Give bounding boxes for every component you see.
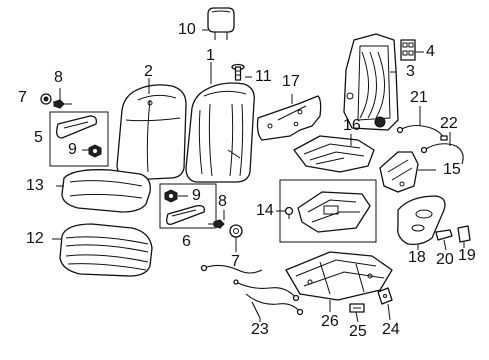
bracket-part-4[interactable]	[400, 39, 416, 61]
nut-part-9a[interactable]	[88, 144, 102, 158]
bolt-part-7a[interactable]	[40, 93, 52, 105]
switch-knob-part-20[interactable]	[435, 229, 453, 241]
nut-part-9b[interactable]	[164, 189, 178, 203]
wire-harness-part-23[interactable]	[200, 264, 304, 319]
seat-track-part-26[interactable]	[285, 251, 393, 301]
bracket-part-24[interactable]	[377, 287, 393, 305]
knob-part-19[interactable]	[457, 225, 471, 243]
callout-box-6	[159, 183, 217, 229]
shield-part-15[interactable]	[379, 151, 419, 193]
side-shield-part-18[interactable]	[397, 195, 446, 246]
bolt-part-7b[interactable]	[229, 224, 243, 238]
screw-part-8b[interactable]	[208, 219, 225, 229]
seat-back-frame-part-3[interactable]	[343, 33, 399, 131]
label-part-25[interactable]	[349, 303, 365, 313]
guide-part-11[interactable]	[231, 63, 245, 81]
armrest-kit-part-6[interactable]	[166, 204, 205, 225]
screw-part-8a[interactable]	[53, 99, 72, 109]
seat-back-cover-part-1[interactable]	[185, 82, 255, 183]
back-panel-part-17[interactable]	[256, 95, 322, 141]
callout-box-5	[49, 111, 109, 167]
pan-part-16[interactable]	[293, 135, 375, 173]
cushion-frame-part-14[interactable]	[297, 191, 371, 233]
cable-part-21[interactable]	[396, 124, 448, 141]
seat-back-pad-part-2[interactable]	[116, 84, 187, 181]
leader-lines	[52, 29, 465, 323]
cable-part-22[interactable]	[420, 143, 464, 165]
seat-cushion-cover-part-12[interactable]	[59, 223, 153, 277]
armrest-kit-part-5[interactable]	[56, 115, 98, 139]
clip-part-14[interactable]	[284, 206, 294, 220]
headrest-part-10[interactable]	[207, 7, 235, 40]
seat-cushion-pad-part-13[interactable]	[61, 169, 151, 213]
